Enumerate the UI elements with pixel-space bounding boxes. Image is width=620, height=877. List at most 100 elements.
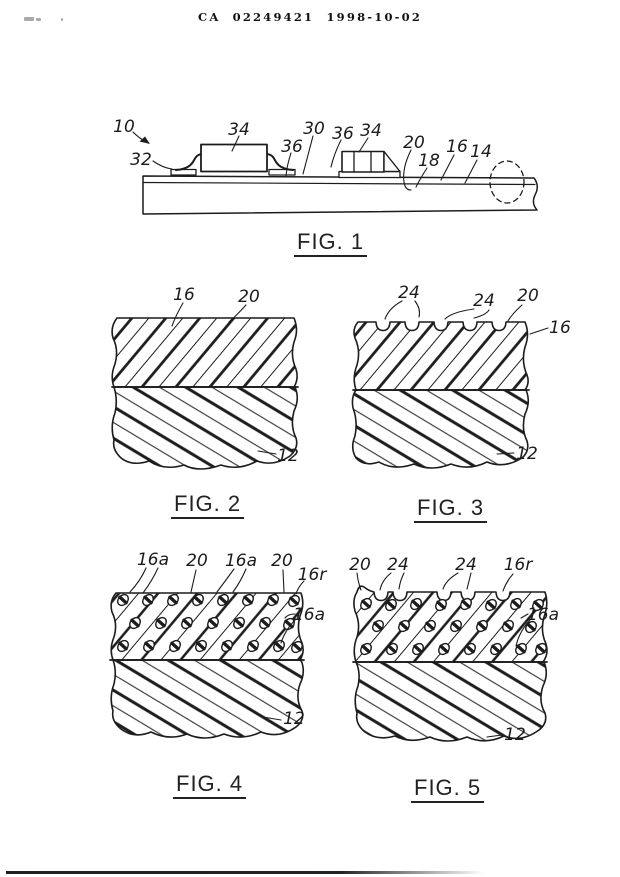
fig1-label-16: 16 — [446, 137, 468, 157]
fig5-caption: FIG. 5 — [411, 776, 485, 804]
fig1-leader-36b — [330, 139, 342, 168]
fig1-caption: FIG. 1 — [294, 230, 368, 258]
fig1-left-pad — [170, 168, 197, 176]
scan-artifact-bar — [6, 871, 484, 874]
fig1-arrowhead — [139, 136, 150, 144]
fig1-flange — [383, 150, 401, 173]
fig1-label-36b: 36 — [332, 124, 354, 144]
fig4-leader-12 — [262, 716, 282, 721]
fig5-label-24: 24 — [387, 555, 409, 575]
fig2-label-20: 20 — [238, 287, 260, 307]
fig3-bottom-substrate — [351, 389, 530, 469]
fig5-leader-20 — [356, 572, 362, 591]
fig3-label-24: 24 — [398, 283, 420, 303]
fig4-leader-16a1 — [142, 567, 159, 594]
fig1-leader-34a — [231, 135, 240, 152]
scan-smudge — [61, 18, 63, 21]
fig4-label-16a: 16a — [137, 550, 169, 570]
fig1-leader-36a — [285, 152, 292, 177]
fig4-leader-16a1 — [129, 567, 147, 593]
fig4-leader-16a2 — [216, 568, 235, 593]
fig5-label-12: 12 — [504, 725, 526, 745]
fig3-leader-16 — [529, 327, 549, 335]
fig4-label-20: 20 — [186, 551, 208, 571]
fig4-leader-16a3 — [284, 613, 296, 619]
fig2-drawing: 16 20 12 — [111, 285, 299, 470]
fig3-leader-24b — [473, 309, 490, 319]
fig4-label-16a2: 16a — [225, 551, 257, 571]
fig1-substrate-board — [142, 175, 538, 215]
fig1-label-10: 10 — [113, 117, 135, 137]
scan-smudge — [24, 17, 34, 21]
page-header: CA 02249421 1998-10-02 — [197, 10, 423, 24]
fig5-bottom-substrate — [354, 661, 548, 742]
fig1-leader-34b — [358, 137, 369, 153]
fig4-leader-16a2 — [232, 568, 247, 593]
fig1-label-20: 20 — [403, 133, 425, 153]
fig2-top-layer — [111, 317, 298, 388]
fig3-leader-12 — [496, 452, 515, 455]
fig4-caption: FIG. 4 — [173, 772, 247, 800]
fig4-label-12: 12 — [283, 709, 305, 729]
fig5-leader-24b — [466, 572, 472, 590]
fig5-label-16a: 16a — [527, 605, 559, 625]
fig3-caption: FIG. 3 — [414, 496, 488, 524]
fig3-leader-24a — [384, 300, 403, 320]
fig3-label-12: 12 — [516, 444, 538, 464]
fig3-label-20: 20 — [517, 286, 539, 306]
fig5-leader-16a — [520, 613, 529, 619]
fig5-leader-12 — [486, 734, 503, 738]
fig1-detail-circle — [489, 160, 525, 204]
fig2-leader-16 — [171, 302, 184, 327]
scan-smudge — [36, 18, 41, 21]
fig4-bottom-substrate — [110, 659, 305, 739]
fig1-leader-14 — [464, 159, 478, 184]
fig1-label-34b: 34 — [360, 121, 382, 141]
fig1-label-34: 34 — [228, 120, 250, 140]
fig1-gullwing-lead-left — [175, 153, 204, 171]
fig3-leader-20 — [507, 304, 523, 322]
fig1-drawing: 10 32 34 36 30 36 34 20 18 16 14 — [113, 117, 538, 215]
fig1-right-pad — [268, 168, 296, 176]
fig4-label-20b: 20 — [271, 551, 293, 571]
fig5-leader-24a — [398, 572, 405, 590]
fig1-label-32: 32 — [130, 150, 152, 170]
fig5-label-20: 20 — [349, 555, 371, 575]
fig2-caption: FIG. 2 — [171, 492, 245, 520]
fig2-leader-12 — [257, 450, 277, 455]
fig1-label-14: 14 — [470, 142, 492, 162]
fig1-leader-30 — [302, 135, 314, 175]
fig5-label-24b: 24 — [455, 555, 477, 575]
fig5-leader-24b — [442, 572, 459, 590]
fig1-leader-18 — [415, 167, 428, 188]
fig5-leader-24a — [379, 572, 392, 591]
fig1-leader-20 — [403, 149, 412, 191]
fig3-label-16: 16 — [549, 318, 571, 338]
fig4-label-16r: 16r — [298, 565, 328, 585]
fig5-leader-16a — [515, 619, 531, 647]
fig3-top-layer-notched — [353, 321, 529, 391]
fig2-bottom-substrate — [111, 386, 299, 470]
fig3-label-24b: 24 — [473, 291, 495, 311]
fig1-coating-layer-line — [142, 181, 536, 186]
fig4-leader-16r — [295, 580, 305, 595]
fig4-leader-20a — [190, 569, 197, 593]
fig5-leader-16r — [502, 573, 514, 592]
fig3-leader-24a — [414, 300, 421, 318]
fig3-drawing: 24 24 20 16 12 — [351, 283, 571, 469]
fig4-label-16a3: 16a — [293, 605, 325, 625]
fig5-label-16r: 16r — [504, 555, 534, 575]
fig1-label-30: 30 — [303, 119, 325, 139]
fig5-drawing: 20 24 24 16r 16a 12 — [349, 555, 559, 745]
fig1-label-36: 36 — [281, 137, 303, 157]
fig4-leader-20b — [282, 569, 285, 593]
fig4-leader-16a3 — [280, 618, 297, 644]
fig1-gullwing-lead-right — [265, 153, 294, 171]
fig2-label-16: 16 — [173, 285, 195, 305]
fig2-leader-20 — [228, 304, 247, 323]
fig3-leader-24b — [444, 308, 475, 320]
fig1-component-body-right — [341, 150, 385, 173]
fig4-drawing: 16a 20 16a 20 16r 16a 12 — [109, 550, 328, 739]
